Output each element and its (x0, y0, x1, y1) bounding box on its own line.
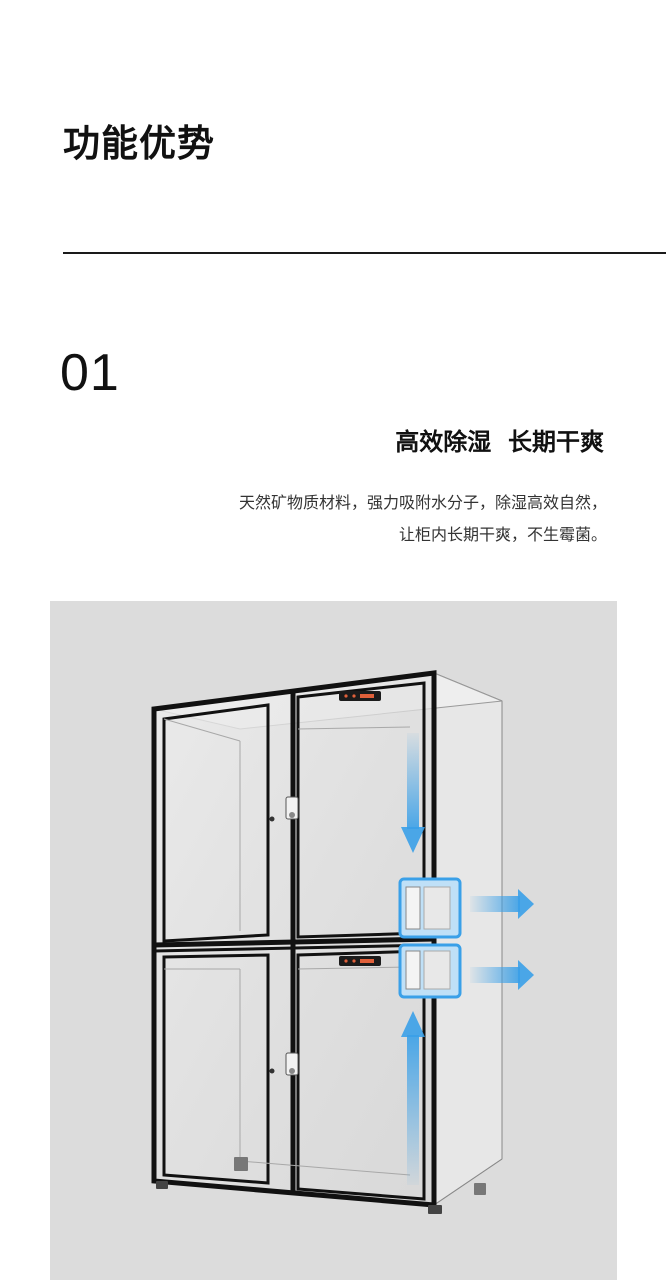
lock-icon (269, 1052, 299, 1076)
section-divider (63, 252, 666, 254)
cabinet-side-panel (433, 672, 503, 1206)
airflow-arrow-right-icon (470, 960, 534, 990)
feature-description-line-2: 让柜内长期干爽，不生霉菌。 (398, 525, 607, 544)
product-image (50, 601, 617, 1280)
feature-description: 天然矿物质材料，强力吸附水分子，除湿高效自然， 让柜内长期干爽，不生霉菌。 (147, 487, 607, 551)
dehumidifier-module-bottom (398, 943, 462, 999)
cabinet-front (151, 670, 437, 1208)
dry-cabinet-illustration (151, 670, 534, 1214)
cabinet-feet (156, 1157, 486, 1214)
feature-heading: 高效除湿 长期干爽 (395, 428, 604, 456)
feature-number: 01 (60, 344, 120, 402)
feature-description-line-1: 天然矿物质材料，强力吸附水分子，除湿高效自然， (238, 493, 607, 512)
display-panel-bottom (339, 956, 381, 966)
cabinet-interior (163, 718, 411, 1176)
lock-icon (269, 796, 299, 822)
airflow-arrow-down-icon (401, 733, 425, 853)
dehumidifier-module-top (398, 877, 462, 939)
section-title: 功能优势 (63, 122, 215, 165)
display-panel-top (339, 691, 381, 701)
airflow-arrow-right-icon (470, 889, 534, 919)
airflow-arrow-up-icon (401, 1011, 425, 1185)
